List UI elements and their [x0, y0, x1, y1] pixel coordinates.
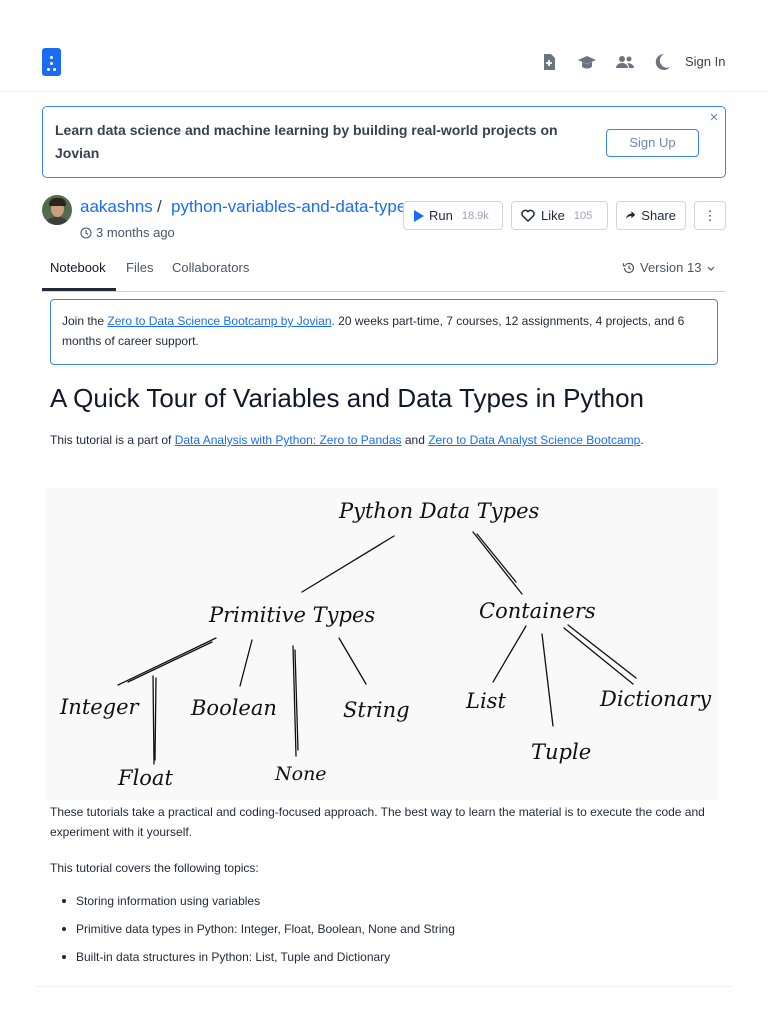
edge-primitive-string — [338, 637, 367, 685]
like-button[interactable]: Like 105 — [511, 201, 608, 230]
chevron-down-icon — [708, 266, 715, 271]
last-updated-text: 3 months ago — [96, 225, 175, 240]
bootcamp-prefix: Join the — [62, 314, 108, 328]
edge-containers-dictionary-2 — [567, 624, 637, 679]
sign-up-button[interactable]: Sign Up — [606, 129, 699, 157]
edge-containers-dictionary — [563, 627, 634, 685]
heart-icon — [521, 209, 535, 222]
topics-list: Storing information using variables Prim… — [50, 890, 710, 974]
edge-primitive-integer — [117, 637, 217, 686]
edge-primitive-boolean — [239, 639, 253, 687]
intro-suffix: . — [640, 433, 644, 447]
like-label: Like — [541, 208, 565, 223]
bootcamp-suffix: . 20 weeks part-time, 7 courses, 12 assi… — [62, 314, 685, 348]
topics-intro: This tutorial covers the following topic… — [50, 861, 259, 875]
tab-collaborators[interactable]: Collaborators — [172, 260, 250, 275]
breadcrumb-separator: / — [157, 197, 162, 216]
list-item: Storing information using variables — [50, 890, 710, 918]
jovian-logo[interactable] — [42, 48, 61, 76]
breadcrumb-user[interactable]: aakashns — [80, 197, 153, 216]
list-item: Primitive data types in Python: Integer,… — [50, 918, 710, 946]
node-integer: Integer — [59, 695, 141, 719]
version-label: Version 13 — [640, 260, 702, 275]
node-float: Float — [117, 766, 173, 790]
edge-primitive-none-2 — [294, 649, 299, 751]
intro-prefix: This tutorial is a part of — [50, 433, 175, 447]
tab-files[interactable]: Files — [126, 260, 154, 275]
run-count: 18.9k — [461, 209, 489, 222]
courses-icon[interactable] — [577, 52, 597, 72]
top-navbar: Sign In — [0, 0, 768, 92]
play-icon — [414, 209, 424, 222]
new-notebook-icon[interactable] — [539, 52, 559, 72]
promo-banner: Learn data science and machine learning … — [42, 106, 726, 178]
intro-text: This tutorial is a part of Data Analysis… — [50, 430, 700, 450]
bottom-divider — [36, 986, 732, 987]
bootcamp-link[interactable]: Zero to Data Science Bootcamp by Jovian — [107, 314, 332, 328]
last-updated: 3 months ago — [80, 225, 175, 240]
edge-root-containers — [472, 531, 523, 595]
share-label: Share — [641, 208, 676, 223]
page-title: A Quick Tour of Variables and Data Types… — [50, 383, 645, 413]
sign-in-link[interactable]: Sign In — [685, 54, 726, 69]
notebook-tabs: Notebook Files Collaborators Version 13 — [42, 250, 726, 292]
version-selector[interactable]: Version 13 — [622, 260, 719, 275]
node-none: None — [274, 763, 327, 785]
active-tab-indicator — [42, 288, 116, 291]
more-options-icon: ⋮ — [703, 207, 717, 223]
node-boolean: Boolean — [190, 696, 277, 720]
bootcamp-callout: Join the Zero to Data Science Bootcamp b… — [50, 299, 718, 365]
banner-text: Learn data science and machine learning … — [55, 122, 558, 161]
user-avatar[interactable] — [42, 195, 72, 225]
community-icon[interactable] — [615, 52, 635, 72]
like-count: 105 — [573, 209, 593, 222]
intro-mid: and — [401, 433, 429, 447]
edge-root-containers-2 — [476, 533, 517, 583]
breadcrumb-project[interactable]: python-variables-and-data-types — [171, 197, 415, 216]
zero-to-pandas-link[interactable]: Data Analysis with Python: Zero to Panda… — [174, 433, 402, 447]
history-icon — [622, 262, 635, 273]
node-string: String — [343, 698, 410, 722]
run-button[interactable]: Run 18.9k — [403, 201, 503, 230]
data-types-diagram: Python Data Types Primitive Types Contai… — [46, 488, 718, 800]
edge-containers-tuple — [541, 633, 554, 727]
edge-primitive-float-2 — [154, 677, 157, 761]
list-item: Built-in data structures in Python: List… — [50, 946, 710, 974]
node-containers: Containers — [479, 599, 596, 623]
approach-paragraph: These tutorials take a practical and cod… — [50, 805, 705, 839]
run-label: Run — [429, 208, 453, 223]
bootcamp-course-link[interactable]: Zero to Data Analyst Science Bootcamp — [428, 433, 641, 447]
share-button[interactable]: Share — [616, 201, 686, 230]
share-arrow-icon — [626, 211, 636, 219]
node-dictionary: Dictionary — [599, 687, 712, 711]
node-root: Python Data Types — [338, 499, 540, 523]
node-primitive-types: Primitive Types — [208, 603, 375, 627]
node-list: List — [465, 689, 506, 713]
edge-primitive-integer-2 — [127, 641, 213, 683]
edge-primitive-float — [152, 675, 155, 765]
tab-notebook[interactable]: Notebook — [50, 260, 106, 275]
node-tuple: Tuple — [531, 740, 591, 764]
more-options-button[interactable]: ⋮ — [694, 201, 726, 230]
edge-primitive-none — [292, 645, 297, 757]
edge-containers-list — [492, 625, 527, 683]
dark-mode-icon[interactable] — [652, 52, 672, 72]
edge-root-primitive — [301, 535, 395, 593]
clock-icon — [80, 226, 92, 239]
close-icon[interactable]: × — [709, 109, 719, 126]
